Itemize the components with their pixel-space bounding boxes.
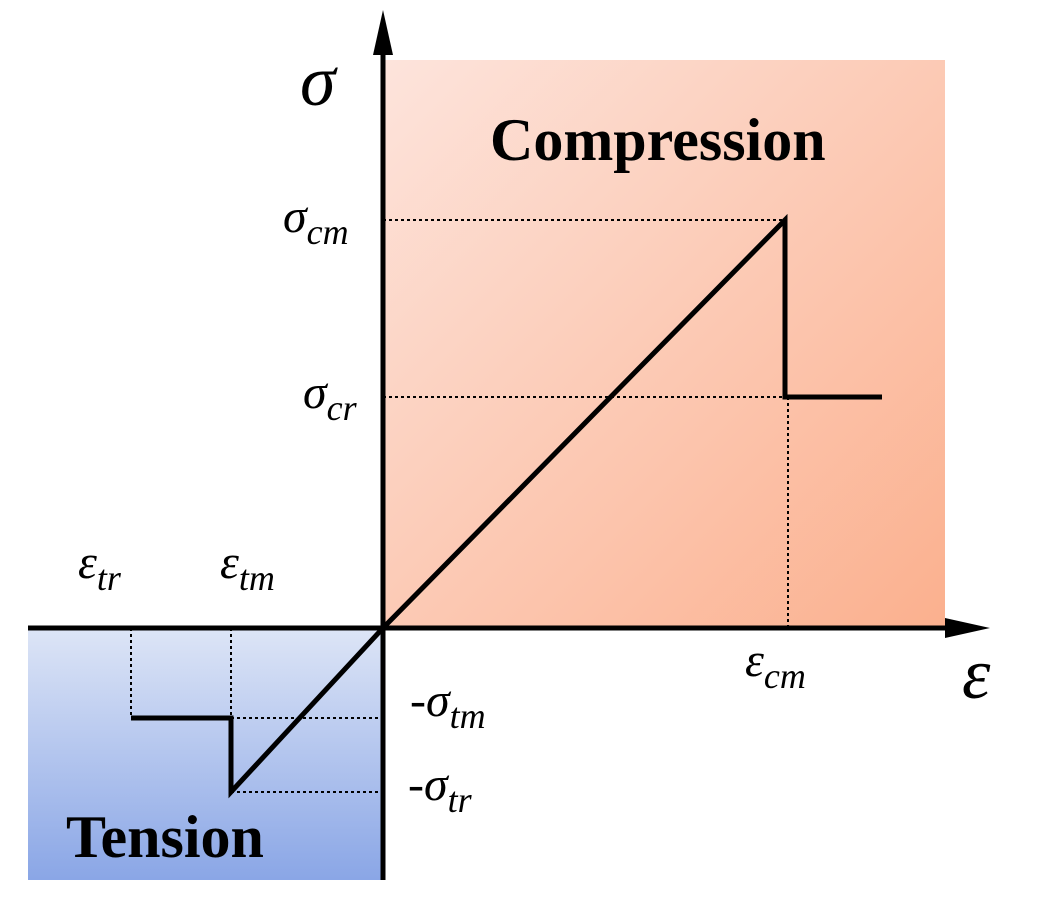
tension-label: Tension: [66, 804, 264, 870]
eps-tr-label: εtr: [78, 536, 122, 598]
compression-label: Compression: [490, 107, 826, 173]
sigma-cm-label: σcm: [283, 190, 349, 252]
eps-tm-label: εtm: [220, 536, 275, 598]
y-axis-arrow: [373, 10, 393, 55]
tension-region: [28, 628, 383, 880]
eps-cm-label: εcm: [745, 634, 806, 696]
stress-strain-curve: [131, 213, 882, 799]
neg-sigma-tr-label: -σtr: [408, 758, 473, 820]
y-axis-label: σ: [300, 41, 338, 121]
x-axis-label: ε: [962, 634, 991, 714]
x-axis-arrow: [945, 618, 990, 638]
neg-sigma-tm-label: -σtm: [410, 674, 486, 736]
guide-lines: [130, 219, 789, 793]
sigma-cr-label: σcr: [303, 366, 358, 428]
